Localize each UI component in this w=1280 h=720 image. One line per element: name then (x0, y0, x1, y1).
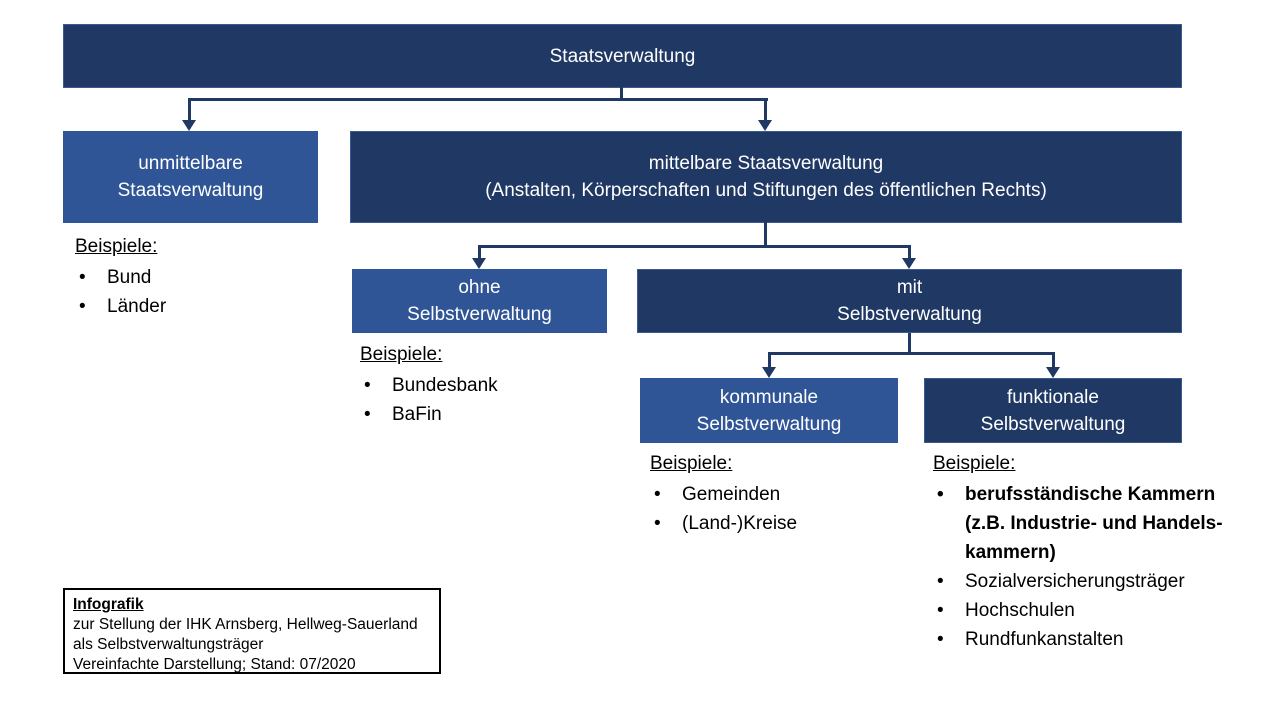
node-kommunale-label: kommunale Selbstverwaltung (696, 386, 842, 435)
connector-level3-left-drop (768, 352, 771, 367)
node-funktionale-selbstverwaltung: funktionale Selbstverwaltung (924, 378, 1182, 443)
list-item: Hochschulen (933, 596, 1223, 625)
node-ohne-label: ohne Selbstverwaltung (407, 277, 552, 325)
connector-level3-right-drop (1052, 352, 1055, 367)
list-item: berufsständische Kammern (z.B. Industrie… (933, 480, 1223, 567)
connector-root-stub (620, 87, 623, 101)
examples-kommunale-heading: Beispiele: (650, 453, 733, 474)
node-mittelbare-label: mittelbare Staatsverwaltung (Anstalten, … (485, 153, 1047, 201)
examples-funktionale: Beispiele: berufsständische Kammern (z.B… (933, 451, 1223, 654)
examples-unmittelbare-heading: Beispiele: (75, 236, 158, 257)
examples-kommunale-list: Gemeinden (Land-)Kreise (650, 480, 797, 538)
list-item: Bundesbank (360, 371, 498, 400)
node-unmittelbare-staatsverwaltung: unmittelbare Staatsverwaltung (63, 131, 318, 223)
connector-level3-horizontal (768, 352, 1055, 355)
examples-ohne-heading: Beispiele: (360, 344, 443, 365)
connector-level2-right-drop (908, 245, 911, 258)
list-item: Rundfunkanstalten (933, 625, 1223, 654)
arrow-to-mit-icon (902, 258, 916, 269)
node-mit-label: mit Selbstverwaltung (837, 277, 982, 325)
node-staatsverwaltung: Staatsverwaltung (63, 24, 1182, 88)
infografik-line: zur Stellung der IHK Arnsberg, Hellweg-S… (73, 616, 418, 633)
node-mit-selbstverwaltung: mit Selbstverwaltung (637, 269, 1182, 333)
examples-kommunale: Beispiele: Gemeinden (Land-)Kreise (650, 451, 797, 538)
connector-level2-horizontal (478, 245, 911, 248)
connector-level1-horizontal (188, 98, 768, 101)
node-funktionale-label: funktionale Selbstverwaltung (980, 386, 1126, 435)
arrow-to-unmittelbare-icon (182, 120, 196, 131)
node-ohne-selbstverwaltung: ohne Selbstverwaltung (352, 269, 607, 333)
arrow-to-funktionale-icon (1046, 367, 1060, 378)
node-kommunale-selbstverwaltung: kommunale Selbstverwaltung (640, 378, 898, 443)
node-mittelbare-staatsverwaltung: mittelbare Staatsverwaltung (Anstalten, … (350, 131, 1182, 223)
connector-level2-left-drop (478, 245, 481, 258)
arrow-to-mittelbare-icon (758, 120, 772, 131)
list-item: (Land-)Kreise (650, 509, 797, 538)
list-item: Länder (75, 292, 166, 321)
arrow-to-ohne-icon (472, 258, 486, 269)
node-staatsverwaltung-label: Staatsverwaltung (549, 45, 696, 67)
infografik-line: Vereinfachte Darstellung; Stand: 07/2020 (73, 656, 356, 673)
connector-mittelbare-stub (764, 222, 767, 248)
examples-ohne: Beispiele: Bundesbank BaFin (360, 342, 498, 429)
infografik-title: Infografik (73, 596, 144, 613)
connector-mit-stub (908, 333, 911, 355)
list-item: BaFin (360, 400, 498, 429)
list-item: Bund (75, 263, 166, 292)
connector-level1-right-drop (764, 98, 767, 120)
infografik-box: Infografik zur Stellung der IHK Arnsberg… (63, 588, 441, 674)
examples-unmittelbare-list: Bund Länder (75, 263, 166, 321)
node-unmittelbare-label: unmittelbare Staatsverwaltung (117, 153, 264, 201)
examples-funktionale-heading: Beispiele: (933, 453, 1016, 474)
arrow-to-kommunale-icon (762, 367, 776, 378)
connector-level1-left-drop (188, 98, 191, 120)
examples-ohne-list: Bundesbank BaFin (360, 371, 498, 429)
examples-funktionale-list: berufsständische Kammern (z.B. Industrie… (933, 480, 1223, 654)
list-item: Gemeinden (650, 480, 797, 509)
infografik-line: als Selbstverwaltungsträger (73, 636, 264, 653)
examples-unmittelbare: Beispiele: Bund Länder (75, 234, 166, 321)
list-item: Sozialversicherungsträger (933, 567, 1223, 596)
